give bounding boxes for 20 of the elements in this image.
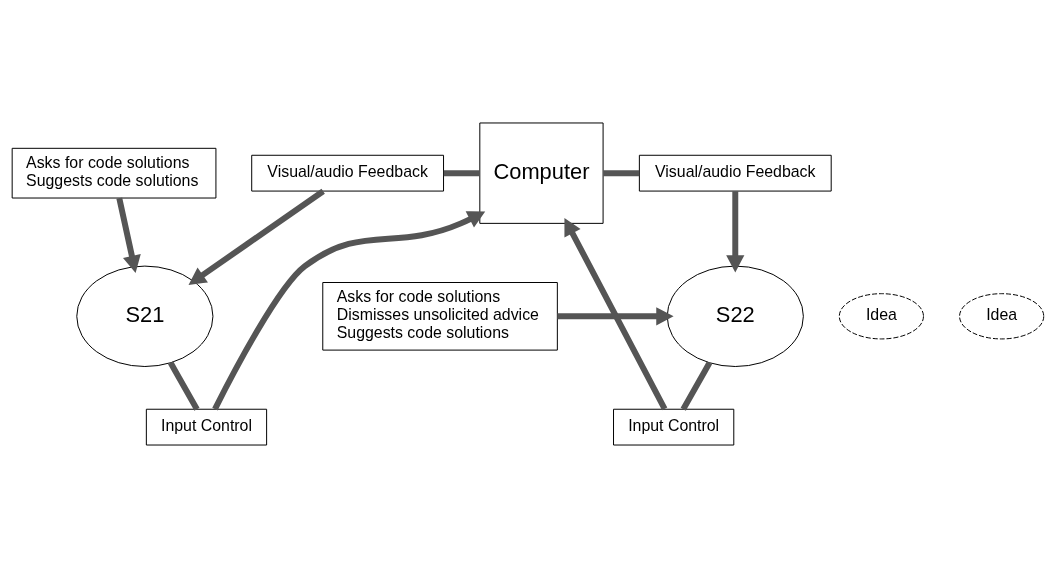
node-box: Visual/audio Feedback (638, 154, 832, 192)
connector (168, 360, 200, 411)
node-box: Asks for code solutions Suggests code solutions (11, 147, 217, 198)
arrow (116, 196, 141, 273)
node-ellipse: S22 (666, 265, 804, 367)
node-box: Asks for code solutions Dismisses unsolicited advice Suggests code solutions (322, 281, 558, 351)
node-ellipse: Idea (838, 292, 924, 339)
arrow (726, 190, 745, 272)
node-box: Visual/audio Feedback (251, 154, 445, 192)
node-ellipse: Idea (959, 292, 1045, 339)
arrow (188, 188, 325, 285)
node-box: Computer (479, 122, 604, 224)
arrow (557, 306, 674, 325)
arrow (564, 217, 668, 410)
connector (680, 360, 713, 411)
arrow (212, 210, 486, 410)
connector (603, 169, 640, 176)
node-box: Input Control (145, 408, 268, 445)
connector (443, 169, 480, 176)
node-box: Input Control (613, 408, 735, 445)
